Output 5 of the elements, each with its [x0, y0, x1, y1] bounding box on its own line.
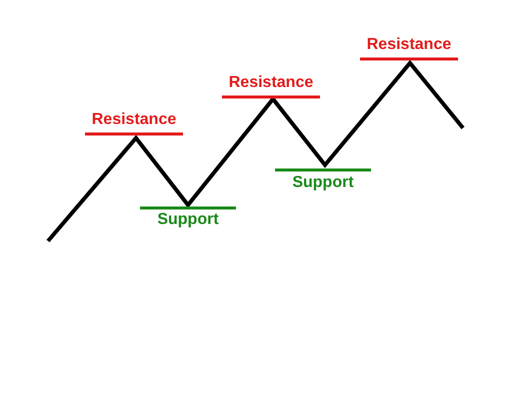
support-label: Support — [292, 174, 354, 192]
resistance-label: Resistance — [366, 36, 452, 54]
support-label: Support — [157, 211, 219, 229]
resistance-label: Resistance — [228, 74, 314, 92]
resistance-label: Resistance — [92, 111, 176, 129]
